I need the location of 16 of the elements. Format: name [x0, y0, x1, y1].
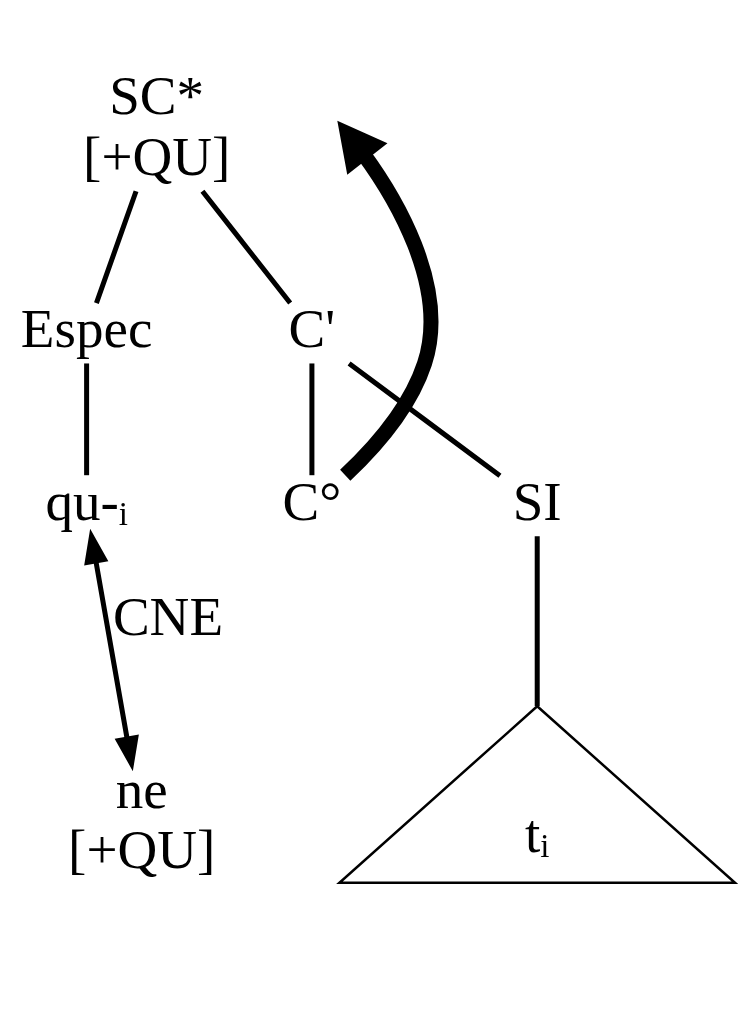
connector: [347, 361, 501, 478]
node-text: C': [288, 298, 335, 360]
node-text: C°: [282, 471, 341, 533]
edge-label: CNE: [112, 586, 223, 648]
node-text: Espec: [20, 298, 152, 360]
connector: [534, 536, 540, 707]
arrow: [83, 528, 139, 772]
node-text: ne [+QU]: [67, 758, 215, 880]
node-text: SI: [512, 471, 562, 533]
connector: [308, 363, 314, 476]
node-text: SC* [+QU]: [82, 65, 230, 187]
arrow: [336, 120, 438, 481]
connector: [93, 190, 138, 304]
node-text: qu-ᵢ: [44, 471, 128, 533]
connector: [83, 363, 89, 476]
connector: [199, 189, 292, 305]
